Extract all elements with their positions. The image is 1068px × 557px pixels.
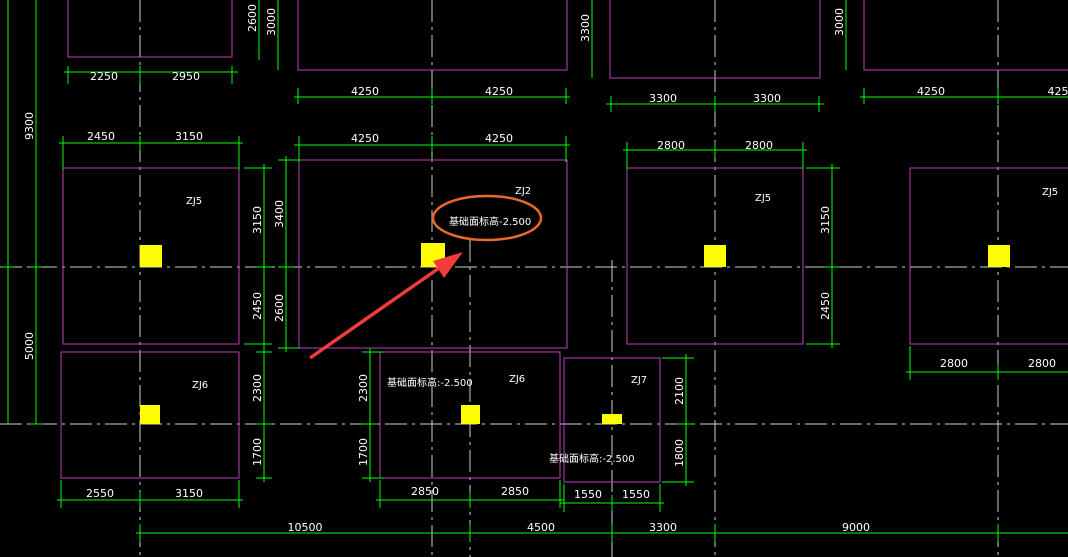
vdim-top-1: 2600 — [246, 4, 259, 32]
dim-row-c-1: 2550 — [86, 487, 114, 500]
vdim-mid-5: 3150 — [819, 206, 832, 234]
dim-row-c-3: 2850 — [411, 485, 439, 498]
dim-top-8: 425 — [1048, 85, 1068, 98]
vertical-dimension-texts: 2600 3000 3300 3000 9300 3150 2450 3400 … — [23, 4, 846, 467]
label-zj7: ZJ7 — [631, 375, 647, 386]
label-zj5-c: ZJ5 — [1042, 187, 1058, 198]
vdim-low-3: 2300 — [357, 374, 370, 402]
dim-bottom-4: 9000 — [842, 521, 870, 534]
dim-row-a-6: 2800 — [745, 139, 773, 152]
elevation-note-zj2: 基础面标高-2.500 — [449, 215, 531, 228]
vdim-top-3: 3300 — [579, 14, 592, 42]
dim-top-3: 4250 — [351, 85, 379, 98]
dim-row-c-4: 2850 — [501, 485, 529, 498]
vdim-mid-2: 2450 — [251, 292, 264, 320]
column-zj6-a — [140, 405, 160, 424]
highlight-ellipse — [431, 194, 543, 242]
vdim-low-4: 1700 — [357, 438, 370, 466]
dim-row-b-2: 2800 — [1028, 357, 1056, 370]
column-zj6-b — [461, 405, 480, 424]
vdim-mid-4: 2600 — [273, 294, 286, 322]
columns — [140, 243, 1010, 424]
dim-row-a-3: 4250 — [351, 132, 379, 145]
dim-top-6: 3300 — [753, 92, 781, 105]
vdim-top-4: 3000 — [833, 8, 846, 36]
vdim-low-6: 1800 — [673, 439, 686, 467]
label-zj5-a: ZJ5 — [186, 196, 202, 207]
column-zj7 — [602, 414, 622, 424]
dim-row-a-4: 4250 — [485, 132, 513, 145]
dim-row-a-1: 2450 — [87, 130, 115, 143]
dimension-lines — [2, 0, 1068, 542]
label-zj5-b: ZJ5 — [755, 193, 771, 204]
foundation-outlines — [60, 0, 1068, 483]
elevation-note-zj6: 基础面标高:-2.500 — [387, 376, 473, 389]
vdim-low-1: 2300 — [251, 374, 264, 402]
vdim-low-5: 2100 — [673, 377, 686, 405]
dim-row-c-6: 1550 — [622, 488, 650, 501]
dim-bottom-1: 10500 — [288, 521, 323, 534]
vdim-5000: 5000 — [23, 332, 36, 360]
vdim-low-2: 1700 — [251, 438, 264, 466]
dim-row-c-5: 1550 — [574, 488, 602, 501]
dim-top-7: 4250 — [917, 85, 945, 98]
vdim-9300: 9300 — [23, 112, 36, 140]
vdim-mid-3: 3400 — [273, 200, 286, 228]
vdim-mid-1: 3150 — [251, 206, 264, 234]
red-arrow-annotation — [308, 252, 463, 360]
dim-top-1: 2250 — [90, 70, 118, 83]
dim-row-b-1: 2800 — [940, 357, 968, 370]
column-zj5-b — [704, 245, 726, 267]
dim-top-4: 4250 — [485, 85, 513, 98]
dim-row-a-5: 2800 — [657, 139, 685, 152]
elevation-notes: 基础面标高-2.500 基础面标高:-2.500 基础面标高:-2.500 — [387, 215, 635, 465]
dim-row-c-2: 3150 — [175, 487, 203, 500]
elevation-note-zj7: 基础面标高:-2.500 — [549, 452, 635, 465]
dim-top-2: 2950 — [172, 70, 200, 83]
dim-bottom-3: 3300 — [649, 521, 677, 534]
label-zj2: ZJ2 — [515, 186, 531, 197]
column-zj5-a — [140, 245, 162, 267]
label-zj6-b: ZJ6 — [509, 374, 525, 385]
dim-top-5: 3300 — [649, 92, 677, 105]
dim-row-a-2: 3150 — [175, 130, 203, 143]
dimension-texts: 2250 2950 4250 4250 3300 3300 4250 425 2… — [86, 70, 1068, 534]
vdim-mid-6: 2450 — [819, 292, 832, 320]
foundation-labels: ZJ5 ZJ2 ZJ5 ZJ5 ZJ6 ZJ6 ZJ7 — [186, 186, 1058, 391]
label-zj6-a: ZJ6 — [192, 380, 208, 391]
column-zj5-c — [988, 245, 1010, 267]
vdim-top-2: 3000 — [265, 8, 278, 36]
dim-bottom-2: 4500 — [527, 521, 555, 534]
